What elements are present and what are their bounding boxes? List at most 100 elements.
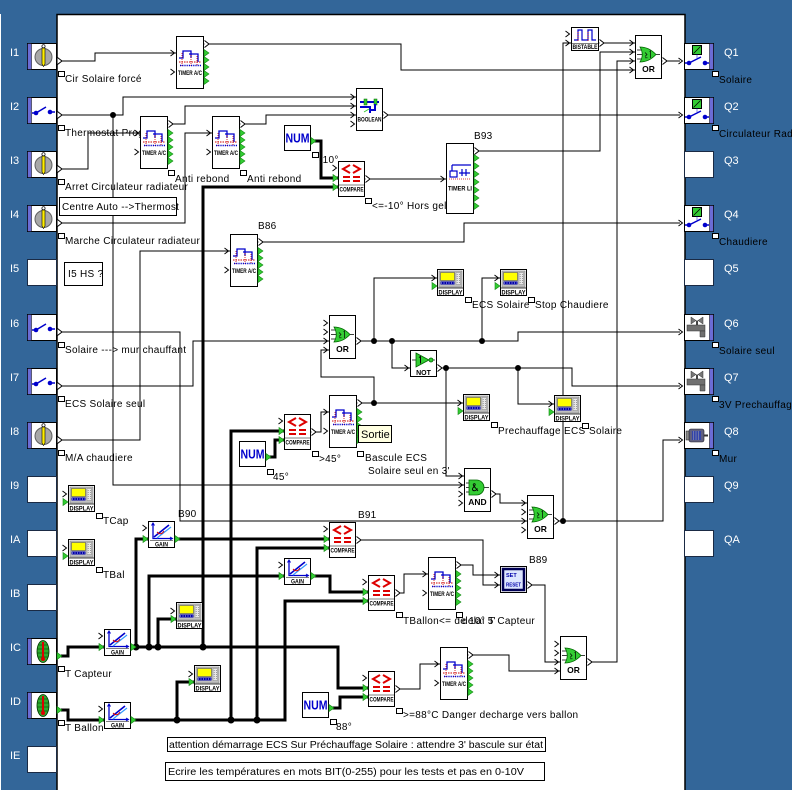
input-slot-i3[interactable] <box>27 151 63 178</box>
gain-block-b90[interactable]: GAIN <box>143 522 181 549</box>
wire[interactable] <box>391 341 410 369</box>
wire[interactable] <box>554 439 680 522</box>
display-block[interactable]: DISPLAY <box>458 395 490 422</box>
wire[interactable] <box>258 222 680 243</box>
wire[interactable] <box>61 340 329 387</box>
display-block[interactable]: DISPLAY <box>432 270 464 297</box>
note-temperature-format[interactable]: Ecrire les températures en mots BIT(0-25… <box>165 762 545 781</box>
display-block[interactable]: DISPLAY <box>549 396 581 423</box>
analog-wire[interactable] <box>329 695 368 710</box>
wire[interactable] <box>356 331 680 342</box>
analog-wire[interactable] <box>61 645 104 658</box>
and-block[interactable]: AND <box>459 469 497 512</box>
analog-wire[interactable] <box>131 599 368 722</box>
input-slot-ib[interactable] <box>27 584 57 611</box>
wire[interactable] <box>112 115 464 486</box>
wire[interactable] <box>61 96 356 116</box>
input-slot-ie[interactable] <box>27 746 57 773</box>
compare-block[interactable]: COMPARE <box>363 576 401 611</box>
wire[interactable] <box>320 349 375 403</box>
bistable-block[interactable]: BISTABLE <box>566 28 605 52</box>
or-block[interactable]: OR <box>630 36 668 79</box>
wire[interactable] <box>395 663 440 690</box>
input-slot-i1[interactable] <box>27 43 63 70</box>
input-slot-i5[interactable] <box>27 259 57 286</box>
input-slot-i9[interactable] <box>27 476 57 503</box>
display-block[interactable]: DISPLAY <box>63 486 95 513</box>
analog-wire[interactable] <box>156 617 176 647</box>
output-slot-q5[interactable] <box>684 259 714 286</box>
wire[interactable] <box>61 52 176 62</box>
timer-block[interactable]: TIMER A/C <box>435 648 474 700</box>
compare-block[interactable]: COMPARE <box>279 415 317 450</box>
analog-wire[interactable] <box>311 574 368 594</box>
analog-wire[interactable] <box>175 680 194 720</box>
output-slot-q9[interactable] <box>684 476 714 503</box>
or-block[interactable]: OR <box>324 316 362 359</box>
input-slot-i7[interactable] <box>27 368 63 395</box>
gain-block[interactable]: GAIN <box>99 630 137 657</box>
wire[interactable] <box>61 132 140 170</box>
wire[interactable] <box>474 51 635 152</box>
timer-block[interactable]: TIMER A/C <box>423 558 462 610</box>
input-slot-ic[interactable] <box>27 638 63 665</box>
note-ecs-warning[interactable]: attention démarrage ECS Sur Préchauffage… <box>167 737 546 752</box>
input-slot-id[interactable] <box>27 692 63 719</box>
wire[interactable] <box>356 539 500 586</box>
input-slot-i2[interactable] <box>27 97 63 124</box>
not-block[interactable]: NOT <box>405 351 443 378</box>
analog-wire[interactable] <box>61 708 104 722</box>
timer-block[interactable]: TIMER A/C <box>324 396 363 448</box>
input-slot-ia[interactable] <box>27 530 57 557</box>
wire[interactable] <box>61 250 230 441</box>
output-slot-qa[interactable] <box>684 530 714 557</box>
display-block[interactable]: DISPLAY <box>189 666 221 693</box>
gain-block[interactable]: GAIN <box>279 559 317 586</box>
timer-li-block-b93[interactable]: TIMER LI <box>441 144 480 214</box>
num-block[interactable]: NUM <box>303 693 335 718</box>
display-block[interactable]: DISPLAY <box>63 540 95 567</box>
timer-block-b86[interactable]: TIMER A/C <box>225 235 264 287</box>
num-block[interactable]: NUM <box>240 442 272 467</box>
wire[interactable] <box>168 105 356 125</box>
compare-block-b91[interactable]: COMPARE <box>324 523 362 558</box>
analog-wire[interactable] <box>229 429 284 720</box>
analog-wire[interactable] <box>131 645 368 690</box>
analog-wire[interactable] <box>147 574 284 647</box>
wire[interactable] <box>468 654 560 672</box>
input-slot-i4[interactable] <box>27 205 63 232</box>
comment-i5-hs[interactable]: I5 HS ? <box>64 262 104 286</box>
wire[interactable] <box>445 368 464 477</box>
or-block[interactable]: OR <box>555 637 593 680</box>
timer-block[interactable]: TIMER A/C <box>171 37 210 89</box>
gain-block[interactable]: GAIN <box>99 703 137 730</box>
or-block[interactable]: OR <box>522 496 560 539</box>
comment-centre-auto[interactable]: Centre Auto -->Thermost <box>59 197 180 216</box>
timer-block[interactable]: TIMER A/C <box>135 117 174 169</box>
analog-wire[interactable] <box>255 546 329 720</box>
input-slot-i8[interactable] <box>27 422 63 449</box>
compare-block[interactable]: COMPARE <box>363 672 401 707</box>
timer-block[interactable]: TIMER A/C <box>207 117 246 169</box>
wire[interactable] <box>527 584 560 663</box>
input-slot-i6[interactable] <box>27 314 63 341</box>
wire[interactable] <box>437 367 680 387</box>
wire[interactable] <box>562 42 571 521</box>
boolean-block[interactable]: BOOLEAN <box>351 89 389 131</box>
wire[interactable] <box>204 43 635 71</box>
wire[interactable] <box>61 132 212 224</box>
wire[interactable] <box>456 564 500 576</box>
wire[interactable] <box>61 331 527 522</box>
analog-wire[interactable] <box>201 185 338 647</box>
wire[interactable] <box>240 114 356 125</box>
wire[interactable] <box>517 368 554 405</box>
compare-block[interactable]: COMPARE <box>333 162 371 197</box>
wire[interactable] <box>481 277 500 341</box>
num-block[interactable]: NUM <box>285 126 317 151</box>
output-slot-q3[interactable] <box>684 151 714 178</box>
display-block[interactable]: DISPLAY <box>171 603 203 630</box>
wire[interactable] <box>587 60 635 663</box>
display-block[interactable]: DISPLAY <box>495 270 527 297</box>
wire[interactable] <box>373 277 437 341</box>
